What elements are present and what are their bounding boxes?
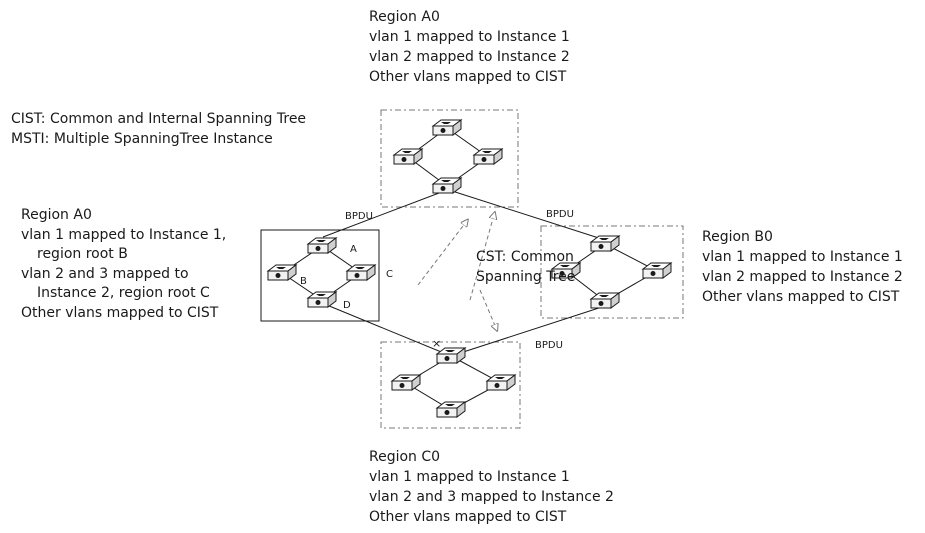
region-bottom-line: vlan 2 and 3 mapped to Instance 2 [369, 489, 614, 505]
region-top-line: Other vlans mapped to CIST [369, 69, 567, 85]
switch-icon [391, 374, 421, 391]
region-right-title: Region B0 [702, 229, 773, 245]
switch-icon [473, 148, 503, 165]
region-right-line: vlan 1 mapped to Instance 1 [702, 249, 903, 265]
switch-icon [436, 347, 466, 364]
region-left-line: Instance 2, region root C [37, 285, 210, 301]
node-label-b: B [300, 276, 307, 287]
region-bottom-title: Region C0 [369, 449, 441, 465]
bpdu-label-right: BPDU [546, 209, 574, 220]
region-top-title: Region A0 [369, 9, 440, 25]
region-box-right [540, 225, 684, 319]
region-right-line: vlan 2 mapped to Instance 2 [702, 269, 903, 285]
switch-icon [432, 177, 462, 194]
region-top-line: vlan 2 mapped to Instance 2 [369, 49, 570, 65]
cst-label-line1: CST: Common [476, 249, 574, 265]
cst-arrow-2 [469, 215, 494, 301]
region-right-ring [551, 235, 672, 309]
switch-icon [267, 264, 297, 281]
node-label-d: D [343, 300, 351, 311]
region-left-line: region root B [37, 246, 128, 262]
switch-icon [486, 374, 516, 391]
region-left-line: Other vlans mapped to CIST [21, 305, 219, 321]
region-left-ring [267, 237, 376, 308]
region-top-ring [393, 119, 503, 194]
link-top-right [448, 189, 606, 241]
cst-arrow-3 [479, 289, 496, 328]
node-label-a: A [350, 244, 357, 255]
switch-icon [642, 262, 672, 279]
region-left-title: Region A0 [21, 207, 92, 223]
link-left-bottom [321, 302, 452, 357]
cst-label-line2: Spanning Tree [476, 269, 576, 285]
region-box-top [380, 109, 519, 208]
region-top-line: vlan 1 mapped to Instance 1 [369, 29, 570, 45]
switch-icon [393, 148, 423, 165]
switch-icon [432, 119, 462, 136]
region-bottom-ring [391, 347, 516, 418]
switch-icon [307, 237, 337, 254]
region-right-line: Other vlans mapped to CIST [702, 289, 900, 305]
region-box-bottom [380, 341, 521, 429]
bpdu-label-bottom: BPDU [535, 340, 563, 351]
region-box-left [260, 229, 380, 322]
region-left-line: vlan 1 mapped to Instance 1, [21, 227, 227, 243]
region-left-line: vlan 2 and 3 mapped to [21, 266, 189, 282]
node-label-c: C [386, 269, 393, 280]
legend-msti: MSTI: Multiple SpanningTree Instance [11, 131, 273, 147]
blocked-port-mark: × [432, 337, 441, 350]
switch-icon [590, 292, 620, 309]
switch-icon [346, 264, 376, 281]
switch-icon [307, 291, 337, 308]
legend-cist: CIST: Common and Internal Spanning Tree [11, 111, 307, 127]
switch-icon [590, 235, 620, 252]
link-right-bottom [450, 305, 606, 357]
bpdu-label-left: BPDU [345, 211, 373, 222]
region-bottom-line: Other vlans mapped to CIST [369, 509, 567, 525]
region-bottom-line: vlan 1 mapped to Instance 1 [369, 469, 570, 485]
cst-arrow-1 [417, 222, 466, 286]
link-top-left [322, 189, 448, 238]
switch-icon [436, 401, 466, 418]
